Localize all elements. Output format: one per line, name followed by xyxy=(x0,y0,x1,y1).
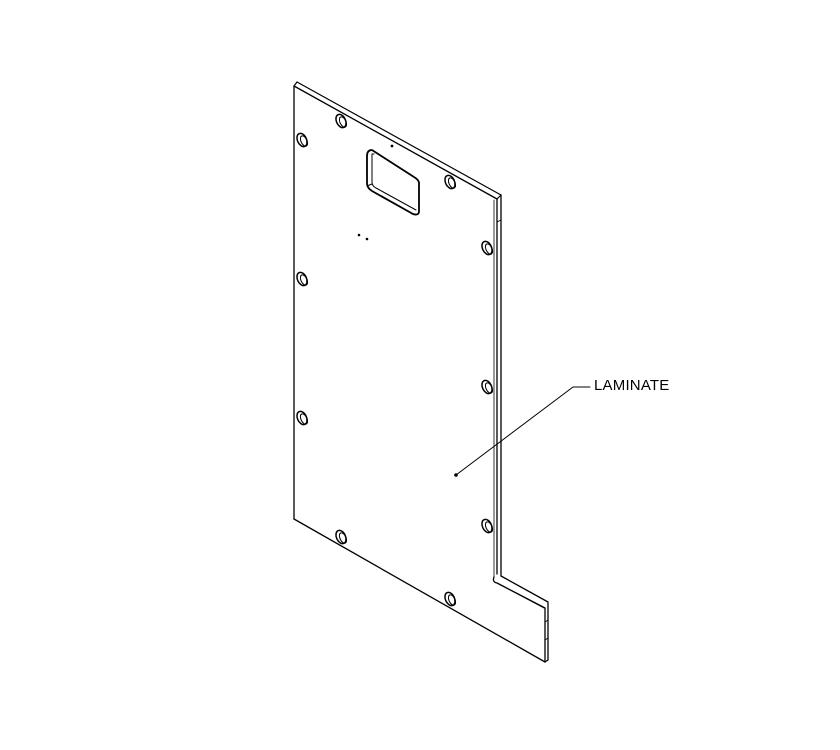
mounting-hole xyxy=(444,174,457,190)
mounting-hole xyxy=(481,379,494,395)
window-cutout xyxy=(366,149,420,216)
laminate-leader-line xyxy=(454,386,591,477)
mounting-hole xyxy=(335,113,348,129)
laminate-callout-label: LAMINATE xyxy=(594,377,670,394)
mounting-hole xyxy=(481,240,494,256)
mounting-hole xyxy=(296,271,309,287)
mounting-hole xyxy=(481,518,494,534)
mounting-holes xyxy=(296,113,494,607)
mounting-hole xyxy=(296,132,309,148)
mounting-hole xyxy=(296,410,309,426)
small-dots xyxy=(357,144,394,241)
mounting-hole xyxy=(335,529,348,545)
mounting-hole xyxy=(444,591,457,607)
panel-outline xyxy=(293,81,549,663)
